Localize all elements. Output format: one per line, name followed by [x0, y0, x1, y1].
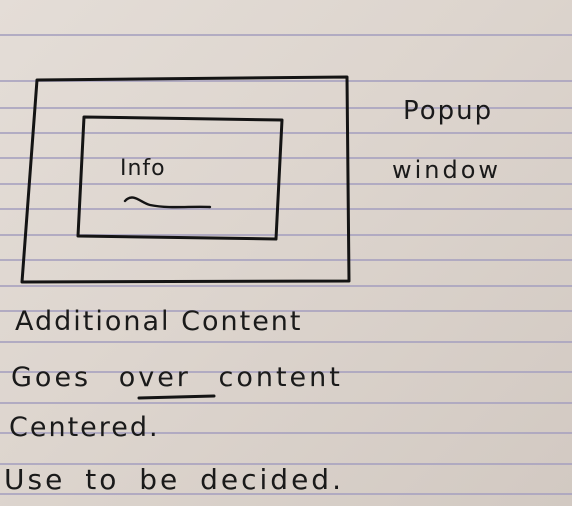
- popup-label: Popup: [403, 96, 494, 126]
- rule-line: [0, 310, 572, 312]
- info-squiggle: [123, 196, 212, 209]
- rule-line: [0, 432, 572, 434]
- rule-line: [0, 183, 572, 185]
- rule-line: [0, 234, 572, 236]
- rule-line: [0, 341, 572, 343]
- rule-line: [0, 80, 572, 82]
- note-line-2: Goes over content: [11, 362, 343, 393]
- rule-line: [0, 402, 572, 404]
- rule-line: [0, 371, 572, 373]
- rule-line: [0, 493, 572, 495]
- rule-line: [0, 208, 572, 210]
- window-label: window: [392, 156, 502, 184]
- rule-line: [0, 285, 572, 287]
- rule-line: [0, 132, 572, 134]
- popup-info-inner-box: [76, 115, 284, 241]
- note-line-4: Use to be decided.: [4, 463, 344, 496]
- info-label: Info: [120, 156, 166, 181]
- rule-line: [0, 259, 572, 261]
- note-line-3: Centered.: [9, 412, 160, 443]
- rule-line: [0, 157, 572, 159]
- rule-line: [0, 463, 572, 465]
- rule-line: [0, 34, 572, 36]
- popup-window-outer-box: [20, 75, 351, 284]
- rule-line: [0, 107, 572, 109]
- note-line-1: Additional Content: [15, 306, 303, 337]
- over-underline: [137, 394, 216, 400]
